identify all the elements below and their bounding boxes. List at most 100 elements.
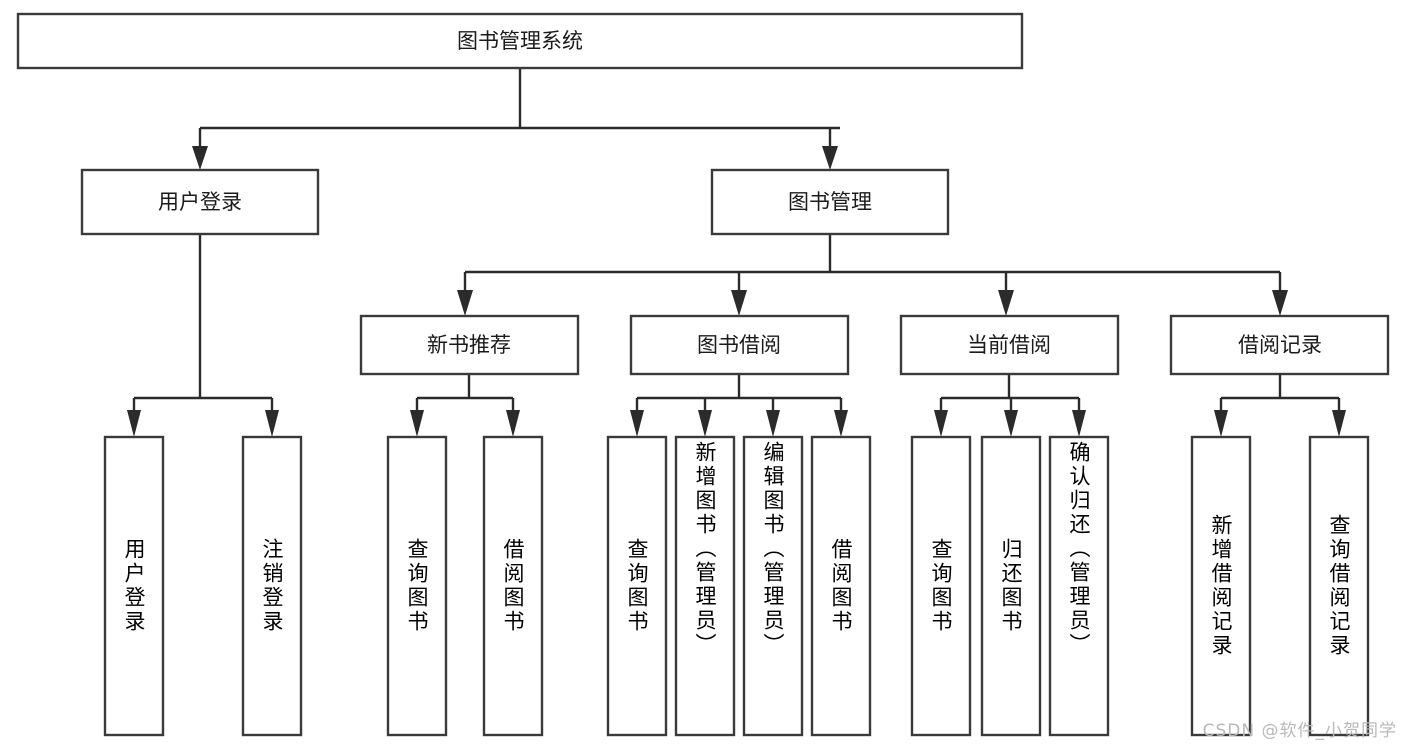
arrow-head-to-new-book-rec bbox=[457, 290, 473, 316]
arrow-head-leaf-logout bbox=[265, 410, 279, 437]
leaf-user-login[interactable]: 用户登录 bbox=[103, 435, 165, 737]
connector-group-bookborrow-to-leaves bbox=[630, 374, 848, 437]
node-root-system[interactable]: 图书管理系统 bbox=[16, 12, 1024, 70]
node-new-book-recommend-box bbox=[359, 314, 580, 376]
leaf-query-book-rec-label: 查询图书 bbox=[405, 538, 429, 634]
arrow-head-to-borrow-record bbox=[1272, 290, 1288, 316]
leaf-borrow-book-rec-label: 借阅图书 bbox=[501, 538, 525, 634]
leaf-add-borrow-record-label: 新增借阅记录 bbox=[1209, 514, 1233, 658]
node-borrow-record-box bbox=[1169, 314, 1390, 376]
leaf-add-book-admin-text-area: 新增图书（管理员） bbox=[693, 441, 717, 657]
leaf-query-book-borrow-text-area: 查询图书 bbox=[625, 538, 649, 634]
leaf-logout-text-area: 注销登录 bbox=[260, 538, 284, 634]
leaf-add-borrow-record[interactable]: 新增借阅记录 bbox=[1190, 435, 1252, 737]
csdn-watermark: CSDN @软件_小贺同学 bbox=[1202, 721, 1397, 741]
leaf-add-book-admin-box bbox=[674, 435, 736, 737]
leaf-query-borrow-record[interactable]: 查询借阅记录 bbox=[1308, 435, 1370, 737]
leaf-add-borrow-record-box bbox=[1190, 435, 1252, 737]
arrow-head-leaf-query-record bbox=[1332, 410, 1346, 437]
arrow-head-leaf-edit-book bbox=[766, 410, 780, 437]
node-book-management-box bbox=[710, 168, 950, 236]
node-root-box bbox=[16, 12, 1024, 70]
leaf-return-book-label: 归还图书 bbox=[999, 538, 1023, 634]
node-book-borrow-label: 图书借阅 bbox=[697, 333, 781, 357]
connector-group-root-to-level2 bbox=[192, 68, 840, 170]
arrow-head-leaf-query-book-c bbox=[934, 410, 948, 437]
node-book-management[interactable]: 图书管理 bbox=[710, 168, 950, 236]
node-book-management-label: 图书管理 bbox=[788, 190, 872, 214]
leaf-query-book-current[interactable]: 查询图书 bbox=[910, 435, 972, 737]
leaf-query-book-borrow[interactable]: 查询图书 bbox=[606, 435, 668, 737]
connector-group-currentborrow-to-leaves bbox=[934, 374, 1086, 437]
node-current-borrow-box bbox=[899, 314, 1120, 376]
leaf-confirm-return-admin-text-area: 确认归还（管理员） bbox=[1067, 441, 1091, 657]
leaf-logout-box bbox=[241, 435, 303, 737]
leaf-query-borrow-record-text-area: 查询借阅记录 bbox=[1327, 514, 1351, 658]
arrow-head-leaf-query-book-a bbox=[410, 410, 424, 437]
leaf-edit-book-admin-label: 编辑图书（管理员） bbox=[761, 441, 785, 657]
node-user-login[interactable]: 用户登录 bbox=[80, 168, 320, 236]
leaf-borrow-book-borrow-label: 借阅图书 bbox=[829, 538, 853, 634]
arrow-head-leaf-borrow-book-a bbox=[506, 410, 520, 437]
leaf-edit-book-admin[interactable]: 编辑图书（管理员） bbox=[742, 435, 804, 737]
leaf-logout[interactable]: 注销登录 bbox=[241, 435, 303, 737]
leaf-edit-book-admin-text-area: 编辑图书（管理员） bbox=[761, 441, 785, 657]
leaf-borrow-book-borrow[interactable]: 借阅图书 bbox=[810, 435, 872, 737]
leaf-logout-label: 注销登录 bbox=[260, 538, 284, 634]
arrow-head-leaf-add-book bbox=[698, 410, 712, 437]
leaf-user-login-label: 用户登录 bbox=[122, 538, 146, 634]
leaf-confirm-return-admin[interactable]: 确认归还（管理员） bbox=[1048, 435, 1110, 737]
leaf-query-borrow-record-box bbox=[1308, 435, 1370, 737]
leaf-borrow-book-borrow-box bbox=[810, 435, 872, 737]
node-borrow-record-label: 借阅记录 bbox=[1238, 333, 1322, 357]
node-current-borrow[interactable]: 当前借阅 bbox=[899, 314, 1120, 376]
leaf-query-book-rec-box bbox=[386, 435, 448, 737]
leaf-borrow-book-rec-box bbox=[482, 435, 544, 737]
connector-group-borrowrecord-to-leaves bbox=[1214, 374, 1346, 437]
node-book-borrow[interactable]: 图书借阅 bbox=[629, 314, 850, 376]
leaf-edit-book-admin-box bbox=[742, 435, 804, 737]
leaf-user-login-text-area: 用户登录 bbox=[122, 538, 146, 634]
leaf-add-book-admin[interactable]: 新增图书（管理员） bbox=[674, 435, 736, 737]
leaf-query-book-rec[interactable]: 查询图书 bbox=[386, 435, 448, 737]
node-borrow-record[interactable]: 借阅记录 bbox=[1169, 314, 1390, 376]
leaf-add-borrow-record-text-area: 新增借阅记录 bbox=[1209, 514, 1233, 658]
leaf-query-book-current-text-area: 查询图书 bbox=[929, 538, 953, 634]
leaf-query-book-current-box bbox=[910, 435, 972, 737]
leaf-add-book-admin-label: 新增图书（管理员） bbox=[693, 441, 717, 657]
node-user-login-label: 用户登录 bbox=[158, 190, 242, 214]
leaf-borrow-book-borrow-text-area: 借阅图书 bbox=[829, 538, 853, 634]
connector-group-newbookrec-to-leaves bbox=[410, 374, 520, 437]
arrow-head-leaf-add-record bbox=[1214, 410, 1228, 437]
arrow-head-leaf-query-book-b bbox=[630, 410, 644, 437]
node-book-borrow-box bbox=[629, 314, 850, 376]
arrow-head-to-book-manage bbox=[822, 146, 838, 170]
leaf-user-login-box bbox=[103, 435, 165, 737]
leaf-query-book-rec-text-area: 查询图书 bbox=[405, 538, 429, 634]
leaf-return-book-text-area: 归还图书 bbox=[999, 538, 1023, 634]
connector-group-bookmanage-to-level3 bbox=[457, 234, 1288, 316]
connector-group-userlogin-to-leaves bbox=[127, 234, 279, 437]
node-user-login-box bbox=[80, 168, 320, 236]
arrow-head-to-book-borrow bbox=[731, 290, 747, 316]
leaf-return-book-box bbox=[980, 435, 1042, 737]
arrow-head-leaf-confirm-return bbox=[1072, 410, 1086, 437]
leaf-confirm-return-admin-label: 确认归还（管理员） bbox=[1067, 441, 1091, 657]
node-new-book-recommend-label: 新书推荐 bbox=[427, 333, 511, 357]
leaf-return-book[interactable]: 归还图书 bbox=[980, 435, 1042, 737]
leaf-confirm-return-admin-box bbox=[1048, 435, 1110, 737]
arrow-head-leaf-return-book bbox=[1004, 410, 1018, 437]
node-root-label: 图书管理系统 bbox=[457, 29, 583, 53]
leaf-borrow-book-rec[interactable]: 借阅图书 bbox=[482, 435, 544, 737]
leaf-borrow-book-rec-text-area: 借阅图书 bbox=[501, 538, 525, 634]
arrow-head-leaf-borrow-book-b bbox=[834, 410, 848, 437]
arrow-head-to-current-borrow bbox=[998, 290, 1014, 316]
node-current-borrow-label: 当前借阅 bbox=[967, 333, 1051, 357]
leaf-query-book-borrow-box bbox=[606, 435, 668, 737]
leaf-query-borrow-record-label: 查询借阅记录 bbox=[1327, 514, 1351, 658]
node-new-book-recommend[interactable]: 新书推荐 bbox=[359, 314, 580, 376]
arrow-head-leaf-user-login bbox=[127, 410, 141, 437]
arrow-head-to-user-login bbox=[192, 146, 208, 170]
